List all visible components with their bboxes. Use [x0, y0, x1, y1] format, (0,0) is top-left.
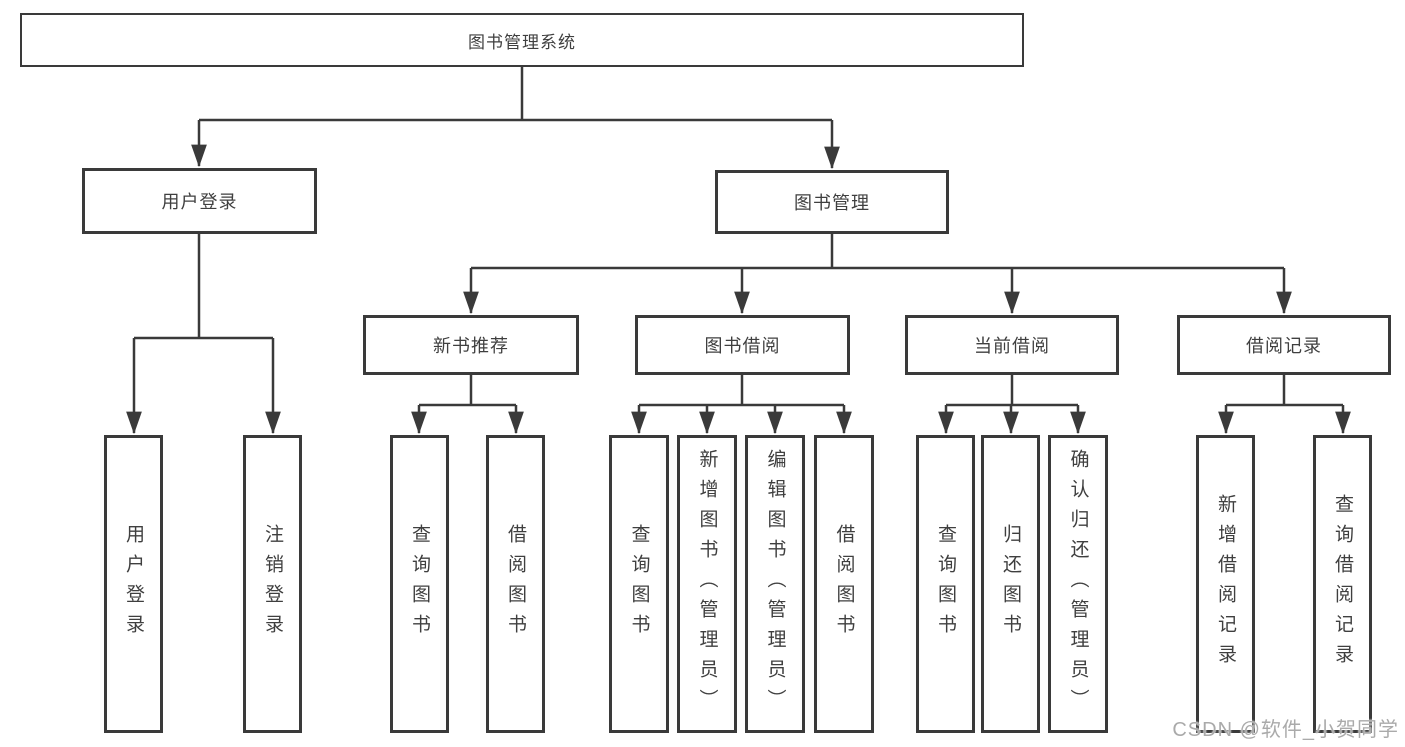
node-leaf-edit-book-admin: 编辑图书（管理员） — [745, 435, 805, 733]
node-label: 查询借阅记录 — [1332, 494, 1353, 674]
node-label: 新增借阅记录 — [1215, 494, 1236, 674]
node-label: 借阅图书 — [833, 524, 855, 644]
edge-new-book-children — [411, 375, 524, 435]
node-label: 借阅记录 — [1246, 336, 1322, 356]
node-label: 借阅图书 — [505, 524, 526, 644]
node-label: 编辑图书（管理员） — [764, 449, 786, 719]
node-current-borrowing: 当前借阅 — [905, 315, 1119, 375]
node-leaf-logout: 注销登录 — [243, 435, 302, 733]
edge-records-children — [1218, 375, 1351, 435]
node-label: 用户登录 — [161, 192, 238, 212]
node-library-management-system: 图书管理系统 — [20, 13, 1024, 67]
node-leaf-borrow-books-2: 借阅图书 — [814, 435, 874, 733]
node-leaf-borrow-books-1: 借阅图书 — [486, 435, 545, 733]
edge-user-login-children — [126, 234, 281, 435]
node-leaf-user-login: 用户登录 — [104, 435, 163, 733]
node-leaf-query-books-1: 查询图书 — [390, 435, 449, 733]
node-label: 新书推荐 — [433, 336, 509, 356]
node-label: 注销登录 — [262, 524, 283, 644]
node-label: 查询图书 — [935, 524, 956, 644]
node-new-book-recommend: 新书推荐 — [363, 315, 579, 375]
node-label: 用户登录 — [123, 524, 144, 644]
edge-borrowing-children — [631, 375, 852, 435]
edge-book-mgmt-children — [463, 234, 1292, 315]
node-label: 图书借阅 — [704, 336, 781, 356]
edge-current-children — [938, 375, 1086, 435]
node-label: 归还图书 — [1000, 524, 1021, 644]
node-leaf-query-books-2: 查询图书 — [609, 435, 669, 733]
node-label: 图书管理系统 — [468, 32, 576, 52]
node-leaf-add-book-admin: 新增图书（管理员） — [677, 435, 737, 733]
node-label: 确认归还（管理员） — [1067, 449, 1089, 719]
node-leaf-confirm-return-admin: 确认归还（管理员） — [1048, 435, 1108, 733]
node-label: 查询图书 — [628, 524, 650, 644]
node-label: 新增图书（管理员） — [696, 449, 718, 719]
csdn-watermark: CSDN @软件_小贺同学 — [1172, 719, 1399, 741]
edge-root-to-level2 — [191, 67, 840, 170]
node-book-borrowing: 图书借阅 — [635, 315, 850, 375]
node-label: 查询图书 — [409, 524, 430, 644]
node-leaf-return-books: 归还图书 — [981, 435, 1040, 733]
node-borrow-records: 借阅记录 — [1177, 315, 1391, 375]
node-label: 图书管理 — [794, 193, 870, 213]
node-user-login: 用户登录 — [82, 168, 317, 234]
node-label: 当前借阅 — [974, 336, 1050, 356]
node-leaf-add-borrow-record: 新增借阅记录 — [1196, 435, 1255, 733]
node-leaf-query-borrow-record: 查询借阅记录 — [1313, 435, 1372, 733]
node-book-management: 图书管理 — [715, 170, 949, 234]
node-leaf-query-books-3: 查询图书 — [916, 435, 975, 733]
